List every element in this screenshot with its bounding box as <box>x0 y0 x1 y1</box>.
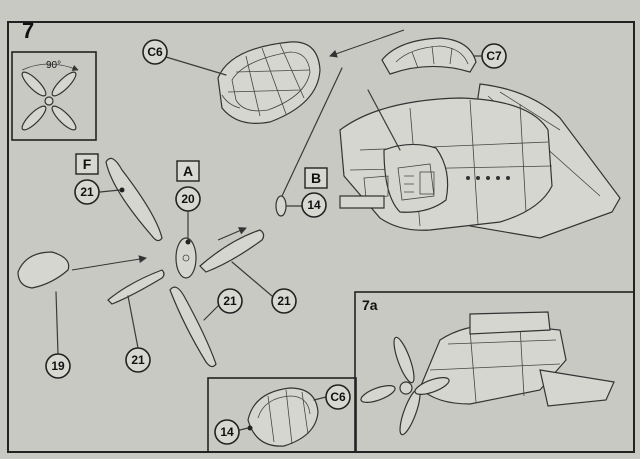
leader-14-bottom <box>239 427 249 431</box>
blade-f <box>105 157 163 242</box>
angle-inset: 90° <box>11 51 97 141</box>
leader-c6-to-fuselage <box>281 67 343 197</box>
fuselage-body <box>339 97 553 231</box>
angle-label: 90° <box>46 60 61 71</box>
svg-text:14: 14 <box>307 198 321 212</box>
callout-21-right: 21 <box>271 288 297 314</box>
svg-text:A: A <box>183 163 193 179</box>
sub-step-label: 7a <box>362 297 378 313</box>
wing-7a <box>539 369 615 407</box>
leader-21-f <box>99 189 121 193</box>
svg-text:14: 14 <box>220 425 234 439</box>
callout-14-b: 14 <box>301 192 327 218</box>
arrow-blade-right <box>217 227 247 241</box>
propeller-7a-icon <box>360 336 450 436</box>
leader-c6-bottom <box>313 396 327 401</box>
blade-bottom <box>169 286 217 368</box>
svg-text:C6: C6 <box>147 45 163 59</box>
instrument-panel <box>363 175 389 199</box>
svg-text:B: B <box>311 170 321 186</box>
part-14-b <box>275 195 302 217</box>
gun-barrel <box>339 195 385 209</box>
svg-text:21: 21 <box>131 353 145 367</box>
angle-arc <box>21 63 79 71</box>
svg-text:21: 21 <box>277 294 291 308</box>
leader-21-left <box>127 295 139 349</box>
label-f: F <box>75 153 99 175</box>
callout-14-bottom: 14 <box>214 419 240 445</box>
callout-19: 19 <box>45 353 71 379</box>
blade-right <box>199 229 265 273</box>
callout-21-f: 21 <box>74 179 100 205</box>
leader-c7-to-fuselage <box>367 89 401 151</box>
propeller-top-view-icon <box>21 71 77 131</box>
svg-text:F: F <box>83 156 92 172</box>
leader-19 <box>55 291 59 355</box>
svg-text:21: 21 <box>80 185 94 199</box>
callout-c6-top: C6 <box>142 39 168 65</box>
svg-text:20: 20 <box>181 192 195 206</box>
leader-c6-top <box>165 56 227 76</box>
callout-21-mid: 21 <box>217 288 243 314</box>
svg-text:21: 21 <box>223 294 237 308</box>
svg-text:C6: C6 <box>330 390 346 404</box>
arrow-spinner <box>71 255 147 271</box>
hub-a <box>175 237 197 279</box>
callout-21-left: 21 <box>125 347 151 373</box>
step-number: 7 <box>22 18 34 43</box>
svg-text:C7: C7 <box>486 49 502 63</box>
tail-7a <box>469 311 551 335</box>
leader-21-mid <box>203 305 219 321</box>
canopy-c7 <box>381 37 477 75</box>
callout-20-a: 20 <box>175 186 201 212</box>
arrow-c6-install <box>329 29 405 58</box>
svg-text:19: 19 <box>51 359 65 373</box>
spinner-19 <box>17 251 70 289</box>
callout-c7: C7 <box>481 43 507 69</box>
label-b: B <box>304 167 328 189</box>
sub-step-7a-panel: 7a <box>354 291 635 453</box>
label-a: A <box>176 160 200 182</box>
callout-c6-bottom: C6 <box>325 384 351 410</box>
canopy-c6-top <box>217 41 321 124</box>
leader-21-right <box>231 261 273 297</box>
cockpit-opening <box>383 143 449 213</box>
angle-inset-frame <box>11 51 97 141</box>
bottom-inset <box>207 377 357 453</box>
fuselage-assembly <box>339 83 621 239</box>
blade-bottom-left <box>107 269 165 305</box>
